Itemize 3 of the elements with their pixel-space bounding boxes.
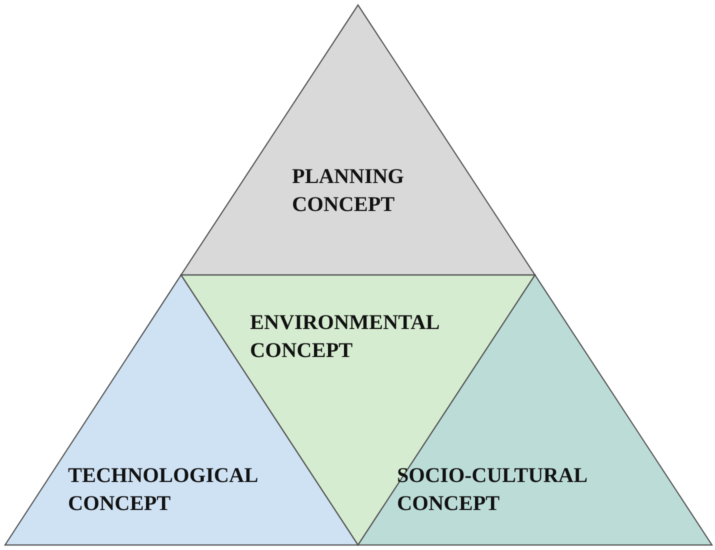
concept-label: TECHNOLOGICAL CONCEPT <box>68 462 258 517</box>
concept-label: PLANNING CONCEPT <box>292 163 406 218</box>
concept-label: ENVIRONMENTAL CONCEPT <box>250 309 440 364</box>
